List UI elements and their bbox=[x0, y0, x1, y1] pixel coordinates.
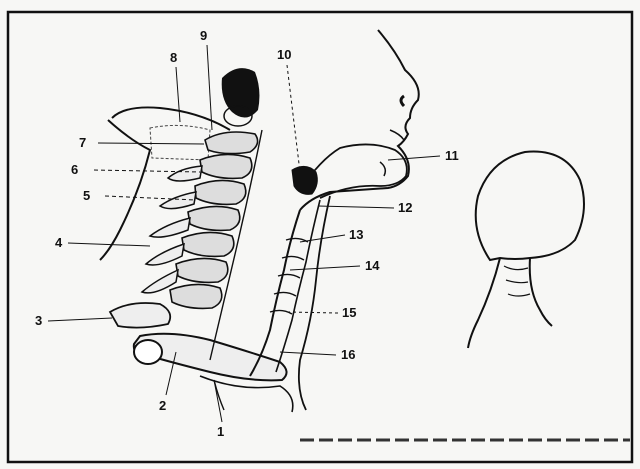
label-7: 7 bbox=[79, 136, 86, 149]
side-head-profile bbox=[476, 152, 584, 260]
acromion bbox=[110, 303, 170, 328]
clavicle-end bbox=[134, 340, 162, 364]
label-13: 13 bbox=[349, 228, 363, 241]
vertebra-c5 bbox=[182, 232, 234, 256]
leader-7 bbox=[98, 143, 204, 144]
vertebra-c4 bbox=[188, 206, 240, 230]
neck-anterior-skin bbox=[299, 196, 330, 410]
label-1: 1 bbox=[217, 425, 224, 438]
leader-9 bbox=[207, 45, 212, 130]
trachea-inner bbox=[276, 200, 320, 372]
hyoid-mark bbox=[380, 162, 385, 176]
thyroid-cartilage bbox=[292, 166, 317, 194]
leader-8 bbox=[176, 67, 180, 122]
leader-4 bbox=[68, 243, 150, 246]
neck-posterior-outline bbox=[100, 120, 150, 260]
vertebra-c7 bbox=[170, 284, 222, 308]
spinous-process-c2 bbox=[168, 166, 202, 181]
label-11: 11 bbox=[445, 149, 459, 162]
leader-15 bbox=[288, 312, 338, 313]
face-profile bbox=[300, 30, 419, 210]
vertebra-c2 bbox=[200, 154, 252, 178]
label-12: 12 bbox=[398, 201, 412, 214]
label-2: 2 bbox=[159, 399, 166, 412]
side-neck-detail bbox=[504, 266, 530, 296]
label-15: 15 bbox=[342, 306, 356, 319]
leader-14 bbox=[290, 266, 360, 270]
spinous-process-c4 bbox=[150, 218, 190, 237]
label-10: 10 bbox=[277, 48, 291, 61]
leader-3 bbox=[48, 318, 112, 321]
leader-16 bbox=[280, 352, 336, 355]
vertebra-c6 bbox=[176, 258, 228, 282]
label-3: 3 bbox=[35, 314, 42, 327]
label-4: 4 bbox=[55, 236, 62, 249]
leader-10 bbox=[287, 65, 300, 172]
leader-11 bbox=[388, 156, 440, 160]
nostril bbox=[401, 96, 404, 106]
spinous-process-c3 bbox=[160, 192, 196, 209]
label-5: 5 bbox=[83, 189, 90, 202]
label-6: 6 bbox=[71, 163, 78, 176]
label-14: 14 bbox=[365, 259, 379, 272]
mouth-line bbox=[390, 130, 404, 140]
vertebra-c1 bbox=[205, 132, 258, 154]
side-neck-tube bbox=[468, 258, 552, 348]
label-8: 8 bbox=[170, 51, 177, 64]
vertebra-c3 bbox=[195, 180, 246, 204]
label-9: 9 bbox=[200, 29, 207, 42]
leader-12 bbox=[318, 206, 394, 208]
spinous-process-c5 bbox=[146, 244, 184, 265]
skull-base-shading bbox=[150, 125, 210, 160]
label-16: 16 bbox=[341, 348, 355, 361]
figure-frame bbox=[8, 12, 632, 462]
